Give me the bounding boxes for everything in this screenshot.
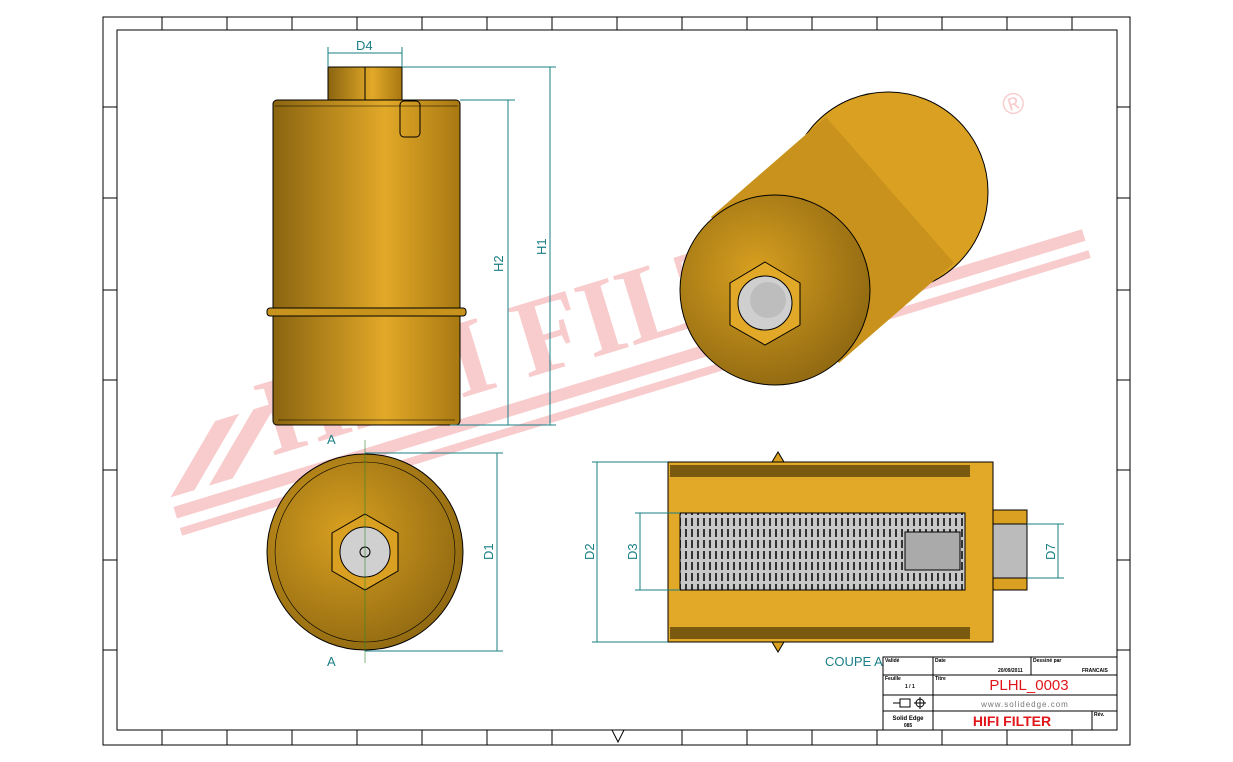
part-number-text: PLHL_0003 — [989, 677, 1068, 694]
section-marker-bottom: A — [327, 654, 336, 669]
section-marker-top: A — [327, 432, 336, 447]
end-view — [266, 440, 464, 663]
dimension-d4: D4 — [327, 38, 403, 67]
sheet-label-text: Feuille — [885, 676, 901, 682]
software-code-text: 085 — [904, 723, 913, 729]
d2-text: D2 — [582, 543, 597, 560]
section-label: COUPE A-A — [825, 654, 896, 669]
d1-text: D1 — [481, 543, 496, 560]
side-view — [266, 66, 467, 426]
border-ticks — [103, 17, 1130, 745]
center-mark — [611, 729, 625, 744]
registered-text: ® — [998, 85, 1029, 123]
sheet-value-text: 1 / 1 — [905, 684, 915, 690]
date-value-text: 20/09/2011 — [998, 668, 1023, 674]
dimension-h2: H2 — [460, 99, 515, 425]
date-label-text: Date — [935, 658, 946, 664]
h2-text: H2 — [491, 255, 506, 272]
dimension-h1: H1 — [402, 66, 556, 426]
h1-text: H1 — [534, 238, 549, 255]
title-block: Validé Date 20/09/2011 Dessiné par FRANC… — [882, 656, 1118, 731]
projection-symbol-icon — [893, 697, 926, 709]
software-text: Solid Edge — [892, 716, 924, 722]
website-text: www.solidedge.com — [980, 700, 1069, 709]
drawn-value-text: FRANCAIS — [1082, 668, 1108, 674]
title-label-text: Titre — [935, 676, 946, 682]
valide-label-text: Validé — [885, 658, 900, 664]
rev-label-text: Rév. — [1094, 712, 1105, 718]
dimension-d3: D3 — [625, 512, 680, 591]
d7-text: D7 — [1043, 543, 1058, 560]
dimension-d7: D7 — [1027, 523, 1064, 579]
d3-text: D3 — [625, 543, 640, 560]
dimension-d1: D1 — [365, 452, 503, 652]
company-text: HIFI FILTER — [973, 713, 1051, 729]
isometric-view — [679, 91, 989, 386]
d4-text: D4 — [356, 38, 373, 53]
dimension-d2: D2 — [582, 461, 668, 643]
section-view — [667, 451, 1028, 653]
drawn-label-text: Dessiné par — [1033, 658, 1061, 664]
